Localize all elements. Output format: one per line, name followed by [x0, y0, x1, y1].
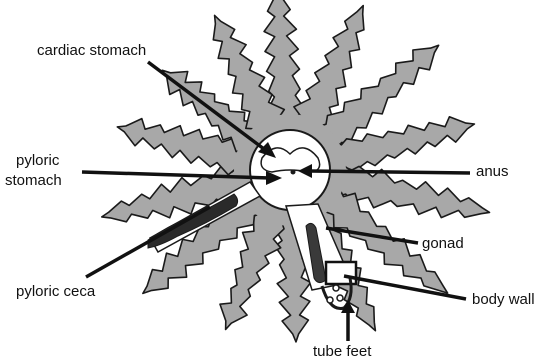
tube-foot	[333, 285, 339, 291]
tube-foot	[337, 295, 343, 301]
anus-opening	[291, 170, 296, 175]
tube-foot	[327, 297, 333, 303]
label-pyloric-stomach-line2: stomach	[5, 172, 62, 189]
leader-anus	[310, 171, 470, 173]
label-anus: anus	[476, 163, 509, 180]
label-body-wall: body wall	[472, 291, 535, 308]
label-pyloric-stomach-line1: pyloric	[16, 152, 59, 169]
label-pyloric-ceca: pyloric ceca	[16, 283, 95, 300]
label-gonad: gonad	[422, 235, 464, 252]
label-cardiac-stomach: cardiac stomach	[37, 42, 146, 59]
label-tube-feet: tube feet	[313, 343, 371, 360]
